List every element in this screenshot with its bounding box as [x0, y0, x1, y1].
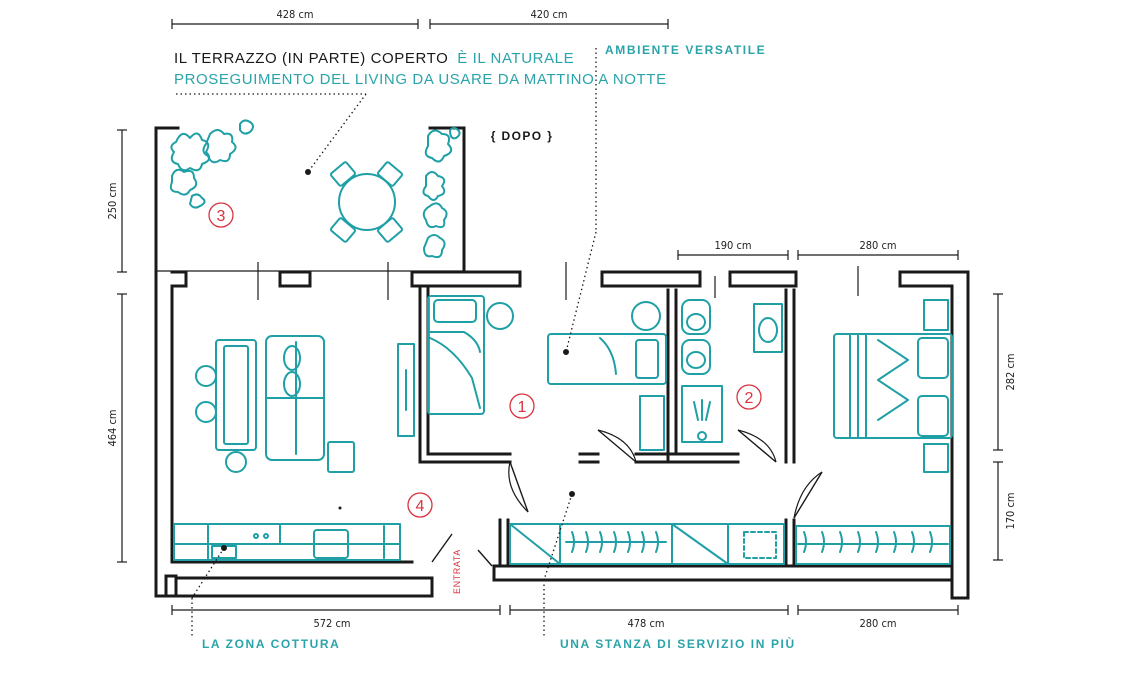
dim-bottom-right: 280 cm [859, 617, 896, 630]
dining-set [195, 339, 257, 473]
dim-top-left: 428 cm [276, 8, 313, 21]
terrace-note-dark: IL TERRAZZO (IN PARTE) COPERTO [174, 50, 448, 67]
room-marker-3 [208, 202, 234, 228]
pouf [327, 441, 355, 473]
bedroom-closet [795, 525, 951, 565]
armchair-round [631, 301, 661, 331]
bedside-table-round [486, 302, 514, 330]
label-cooking: LA ZONA COTTURA [202, 637, 340, 651]
dim-bedroom-height: 282 cm [1004, 353, 1017, 390]
terrace-note-line-2: PROSEGUIMENTO DEL LIVING DA USARE DA MAT… [174, 71, 667, 88]
bedside-table-bottom [923, 443, 949, 473]
bathroom-fixtures [681, 299, 783, 443]
terrace-note-accent-1: È IL NATURALE [457, 50, 574, 67]
plant-cluster-left [169, 119, 254, 209]
room-marker-2 [736, 384, 762, 410]
room-number-4: 4 [416, 498, 425, 515]
label-entrata: ENTRATA [452, 549, 462, 594]
dim-living-height: 464 cm [106, 409, 119, 446]
doors [431, 429, 823, 567]
leader-lines [176, 48, 597, 636]
dim-closet-height: 170 cm [1004, 492, 1017, 529]
plant-cluster-right [422, 127, 461, 259]
single-bed [427, 295, 485, 415]
dim-top-right: 420 cm [530, 8, 567, 21]
label-dopo: { DOPO } [491, 129, 554, 143]
room-marker-4 [407, 492, 433, 518]
label-versatile: AMBIENTE VERSATILE [605, 43, 766, 57]
corridor-closet [509, 523, 785, 565]
label-service-room: UNA STANZA DI SERVIZIO IN PIÙ [560, 636, 796, 651]
terrace-table [330, 161, 403, 243]
dim-bottom-left: 572 cm [313, 617, 350, 630]
bedroom1-wardrobe [639, 395, 665, 451]
room-number-2: 2 [745, 390, 754, 407]
terrace-note-line-1: IL TERRAZZO (IN PARTE) COPERTO È IL NATU… [174, 50, 574, 67]
room-marker-1 [509, 393, 535, 419]
room-number-1: 1 [518, 399, 527, 416]
walls [154, 126, 970, 600]
tv-unit [397, 343, 415, 437]
room-number-3: 3 [217, 208, 226, 225]
sofa-bed [547, 333, 667, 385]
bedside-table-top [923, 299, 949, 331]
dim-bedroom-width: 280 cm [859, 239, 896, 252]
sofa [265, 335, 325, 461]
kitchen [173, 523, 401, 561]
dim-terrace-height: 250 cm [106, 182, 119, 219]
dim-bottom-middle: 478 cm [627, 617, 664, 630]
dim-bath-width: 190 cm [714, 239, 751, 252]
dimension-lines [117, 19, 1003, 615]
double-bed [833, 333, 953, 439]
